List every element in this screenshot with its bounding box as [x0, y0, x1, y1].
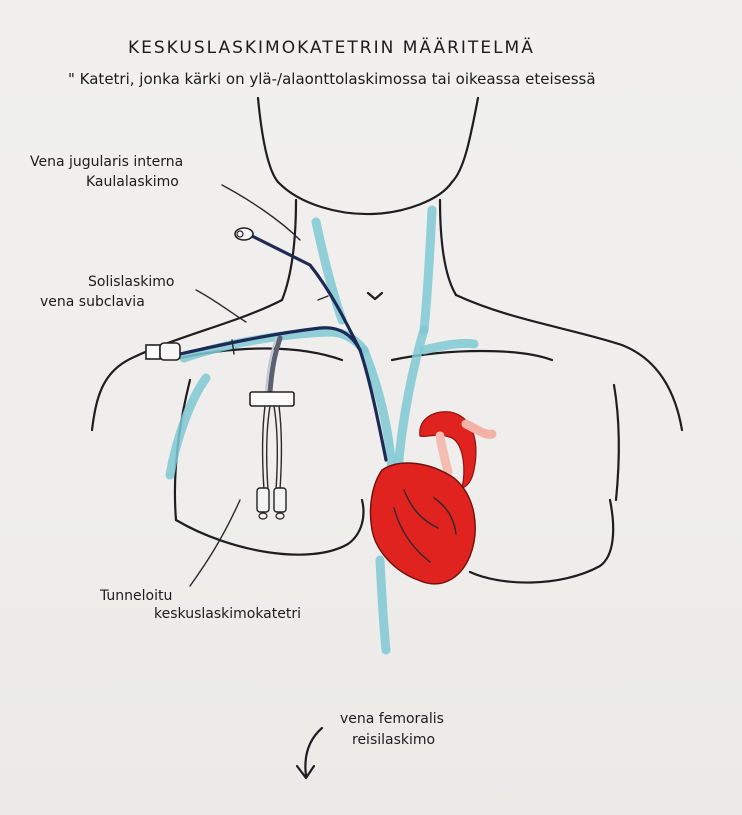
label-subclavia-fi: Solislaskimo	[88, 274, 175, 290]
label-jugularis-latin: Vena jugularis interna	[30, 154, 183, 170]
label-tunneled-2: keskuslaskimokatetri	[154, 606, 301, 622]
label-femoral-fi: reisilaskimo	[352, 732, 435, 748]
diagram-subtitle: " Katetri, jonka kärki on ylä-/alaonttol…	[68, 70, 596, 88]
label-jugularis-fi: Kaulalaskimo	[86, 174, 179, 190]
diagram-title: KESKUSLASKIMOKATETRIN MÄÄRITELMÄ	[128, 37, 535, 58]
catheter-hub-jugular	[235, 228, 253, 240]
label-subclavia-latin: vena subclavia	[40, 294, 145, 310]
arrow-down-icon	[297, 728, 322, 778]
tunneled-catheter-device	[250, 338, 294, 519]
label-femoral-latin: vena femoralis	[340, 711, 444, 727]
label-tunneled-1: Tunneloitu	[99, 588, 172, 604]
catheter-hub-subclavian	[146, 343, 180, 360]
label-pointers	[190, 185, 300, 586]
